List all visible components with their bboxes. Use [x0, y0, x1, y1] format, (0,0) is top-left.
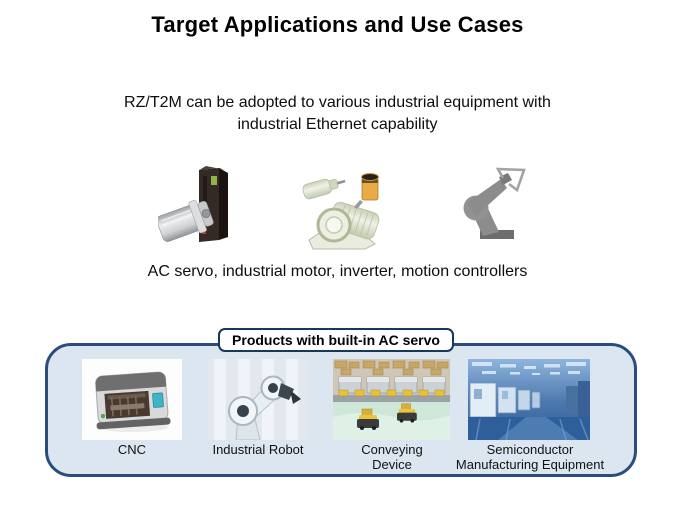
cnc-machine-photo	[82, 359, 182, 440]
products-panel-label: Products with built-in AC servo	[218, 328, 454, 352]
industrial-motor-illustration	[302, 173, 380, 250]
industrial-robot-photo	[208, 359, 308, 440]
conveying-device-photo	[333, 359, 450, 440]
product-caption-semiconductor-equipment: Semiconductor Manufacturing Equipment	[455, 442, 605, 472]
product-caption-conveying-device: Conveying Device	[361, 442, 423, 472]
subtitle-line-1: RZ/T2M can be adopted to various industr…	[124, 94, 551, 111]
subtitle-line-2: industrial Ethernet capability	[237, 116, 438, 133]
semiconductor-manufacturing-equipment-photo	[468, 359, 590, 440]
product-caption-industrial-robot: Industrial Robot	[212, 442, 304, 457]
subtitle: RZ/T2M can be adopted to various industr…	[40, 92, 635, 136]
ac-servo-drive-illustration	[158, 166, 228, 242]
equipment-caption: AC servo, industrial motor, inverter, mo…	[147, 263, 528, 280]
product-caption-cnc: CNC	[117, 442, 147, 457]
robot-arm-illustration	[463, 167, 526, 239]
page-title: Target Applications and Use Cases	[151, 12, 524, 37]
